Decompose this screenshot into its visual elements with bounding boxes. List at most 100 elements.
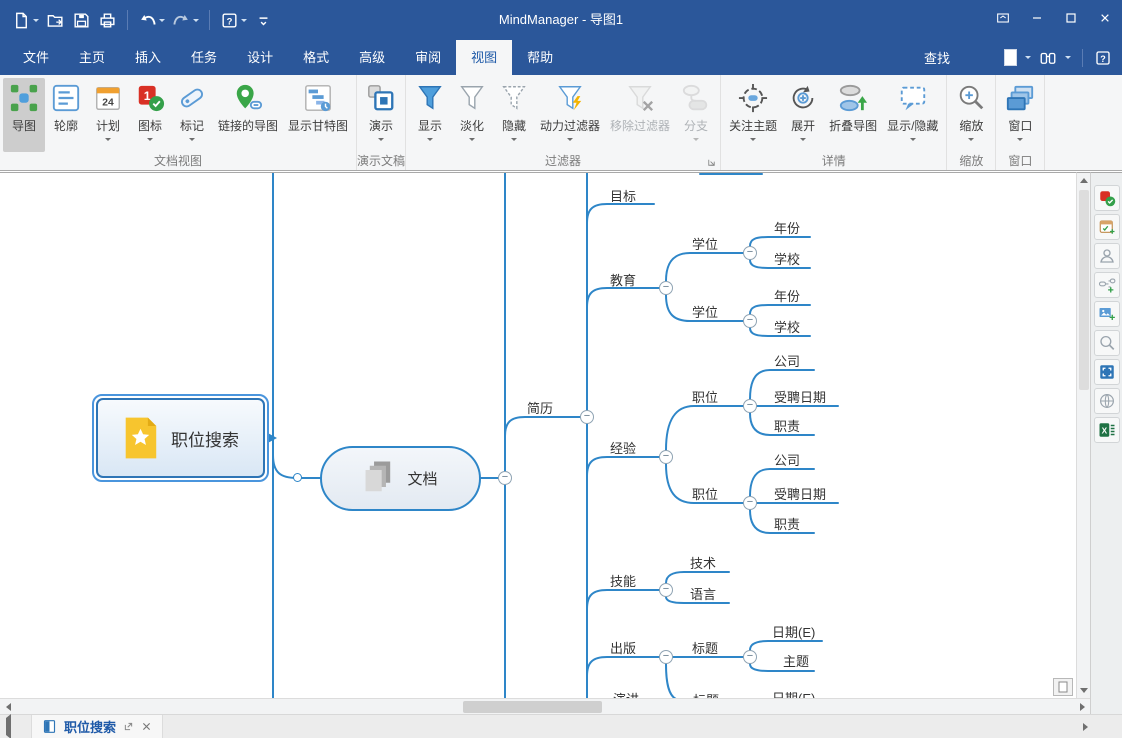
minimize-button[interactable] bbox=[1020, 0, 1054, 40]
ribbon-button-轮廓[interactable]: 轮廓 bbox=[45, 78, 87, 152]
menu-tab-高级[interactable]: 高级 bbox=[359, 50, 386, 65]
help-dropdown[interactable] bbox=[241, 18, 247, 25]
menu-tab-设计[interactable]: 设计 bbox=[247, 50, 274, 65]
ribbon-button-动力过滤器[interactable]: 动力过滤器 bbox=[535, 78, 605, 152]
map-topic-日期(E)[interactable]: 日期(E) bbox=[772, 688, 815, 698]
scroll-down-arrow[interactable] bbox=[1077, 683, 1091, 698]
ribbon-button-缩放[interactable]: 缩放 bbox=[950, 78, 992, 152]
map-topic-年份[interactable]: 年份 bbox=[774, 289, 801, 304]
open-button[interactable] bbox=[44, 7, 67, 33]
detach-tab-icon[interactable] bbox=[123, 721, 134, 732]
ribbon-button-显示[interactable]: 显示 bbox=[409, 78, 451, 152]
browser-panel-button[interactable] bbox=[1094, 388, 1120, 414]
dropdown-arrow-icon[interactable] bbox=[427, 138, 434, 144]
task-info-panel-button[interactable] bbox=[1094, 214, 1120, 240]
ribbon-button-显示/隐藏[interactable]: 显示/隐藏 bbox=[882, 78, 943, 152]
collapse-toggle[interactable]: − bbox=[659, 650, 673, 664]
map-parts-panel-button[interactable] bbox=[1094, 272, 1120, 298]
library-panel-button[interactable] bbox=[1094, 301, 1120, 327]
map-topic-公司[interactable]: 公司 bbox=[774, 453, 801, 468]
dropdown-arrow-icon[interactable] bbox=[750, 138, 757, 144]
menu-tab-帮助[interactable]: 帮助 bbox=[527, 50, 554, 65]
close-tab-icon[interactable] bbox=[141, 721, 152, 732]
dropdown-arrow-icon[interactable] bbox=[909, 138, 916, 144]
collapse-toggle[interactable]: − bbox=[659, 281, 673, 295]
collapse-toggle[interactable]: − bbox=[659, 450, 673, 464]
close-button[interactable] bbox=[1088, 0, 1122, 40]
collapse-toggle[interactable]: − bbox=[743, 399, 757, 413]
map-topic-职位[interactable]: 职位 bbox=[692, 390, 719, 405]
find-input-dropdown[interactable] bbox=[1025, 56, 1031, 62]
dropdown-arrow-icon[interactable] bbox=[800, 138, 807, 144]
map-topic-受聘日期[interactable]: 受聘日期 bbox=[774, 487, 827, 502]
ribbon-button-展开[interactable]: 展开 bbox=[782, 78, 824, 152]
map-topic-职位[interactable]: 职位 bbox=[692, 487, 719, 502]
capture-panel-button[interactable] bbox=[1094, 359, 1120, 385]
ribbon-button-淡化[interactable]: 淡化 bbox=[451, 78, 493, 152]
horizontal-scrollbar-thumb[interactable] bbox=[463, 701, 602, 713]
dropdown-arrow-icon[interactable] bbox=[189, 138, 195, 144]
find-label[interactable]: 查找 bbox=[923, 51, 950, 66]
topic-documents[interactable]: 文档 bbox=[320, 446, 481, 511]
map-topic-标题[interactable]: 标题 bbox=[692, 641, 719, 656]
resources-panel-button[interactable] bbox=[1094, 243, 1120, 269]
undo-button[interactable] bbox=[136, 7, 167, 33]
markers-panel-button[interactable] bbox=[1094, 185, 1120, 211]
tab-scroll-left-arrow[interactable] bbox=[2, 713, 11, 738]
help-titlebar-icon[interactable]: ? bbox=[1094, 49, 1112, 67]
ribbon-button-隐藏[interactable]: 隐藏 bbox=[493, 78, 535, 152]
undo-dropdown[interactable] bbox=[159, 18, 165, 25]
map-topic-职责[interactable]: 职责 bbox=[774, 419, 801, 434]
collapse-toggle[interactable]: − bbox=[659, 583, 673, 597]
collapse-toggle[interactable]: − bbox=[580, 410, 594, 424]
dropdown-arrow-icon[interactable] bbox=[147, 138, 153, 144]
dropdown-arrow-icon[interactable] bbox=[1017, 138, 1024, 144]
save-button[interactable] bbox=[70, 7, 93, 33]
maximize-button[interactable] bbox=[1054, 0, 1088, 40]
map-overview-button[interactable] bbox=[1053, 678, 1073, 696]
map-topic-主题[interactable]: 主题 bbox=[783, 654, 810, 669]
map-topic-学校[interactable]: 学校 bbox=[774, 252, 801, 267]
collapse-toggle[interactable]: − bbox=[743, 650, 757, 664]
map-topic-演讲[interactable]: 演讲 bbox=[613, 689, 639, 698]
ribbon-button-演示[interactable]: 演示 bbox=[360, 78, 402, 152]
map-topic-学位[interactable]: 学位 bbox=[692, 305, 719, 320]
search-panel-button[interactable] bbox=[1094, 330, 1120, 356]
menu-tab-主页[interactable]: 主页 bbox=[79, 50, 106, 65]
map-topic-语言[interactable]: 语言 bbox=[690, 587, 717, 602]
binoculars-dropdown[interactable] bbox=[1065, 56, 1071, 62]
menu-tab-文件[interactable]: 文件 bbox=[23, 50, 50, 65]
dropdown-arrow-icon[interactable] bbox=[378, 138, 385, 144]
map-topic-出版[interactable]: 出版 bbox=[610, 641, 637, 656]
menu-tab-审阅[interactable]: 审阅 bbox=[415, 50, 442, 65]
map-topic-日期(E)[interactable]: 日期(E) bbox=[772, 625, 816, 640]
map-canvas[interactable]: 职位搜索 文档 目标教育学位年份学校学位年份学校简历经验职位公司受聘日期职责职位… bbox=[0, 172, 1076, 698]
dropdown-arrow-icon[interactable] bbox=[567, 138, 574, 144]
central-topic[interactable]: 职位搜索 bbox=[92, 394, 269, 482]
menu-tab-插入[interactable]: 插入 bbox=[135, 50, 162, 65]
dropdown-arrow-icon[interactable] bbox=[105, 138, 111, 144]
redo-button[interactable] bbox=[170, 7, 201, 33]
vertical-scrollbar-thumb[interactable] bbox=[1079, 190, 1089, 390]
scroll-right-arrow[interactable] bbox=[1074, 699, 1090, 715]
vertical-scrollbar[interactable] bbox=[1076, 172, 1090, 698]
dropdown-arrow-icon[interactable] bbox=[511, 138, 518, 144]
map-topic-技能[interactable]: 技能 bbox=[610, 574, 637, 589]
scroll-left-arrow[interactable] bbox=[0, 699, 16, 715]
collapse-toggle[interactable]: − bbox=[743, 246, 757, 260]
customize-toolbar-button[interactable] bbox=[252, 7, 275, 33]
map-topic-年份[interactable]: 年份 bbox=[774, 221, 801, 236]
map-topic-学校[interactable]: 学校 bbox=[774, 320, 801, 335]
collapse-toggle[interactable]: − bbox=[498, 471, 512, 485]
ribbon-button-导图[interactable]: 导图 bbox=[3, 78, 45, 152]
excel-panel-button[interactable]: X bbox=[1094, 417, 1120, 443]
ribbon-button-链接的导图[interactable]: 链接的导图 bbox=[213, 78, 283, 152]
map-topic-目标[interactable]: 目标 bbox=[610, 189, 637, 204]
map-topic-标题[interactable]: 标题 bbox=[693, 690, 719, 698]
map-topic-公司[interactable]: 公司 bbox=[774, 354, 801, 369]
map-topic-技术[interactable]: 技术 bbox=[690, 556, 717, 571]
map-topic-教育[interactable]: 教育 bbox=[610, 273, 637, 288]
help-button[interactable]: ? bbox=[218, 7, 249, 33]
